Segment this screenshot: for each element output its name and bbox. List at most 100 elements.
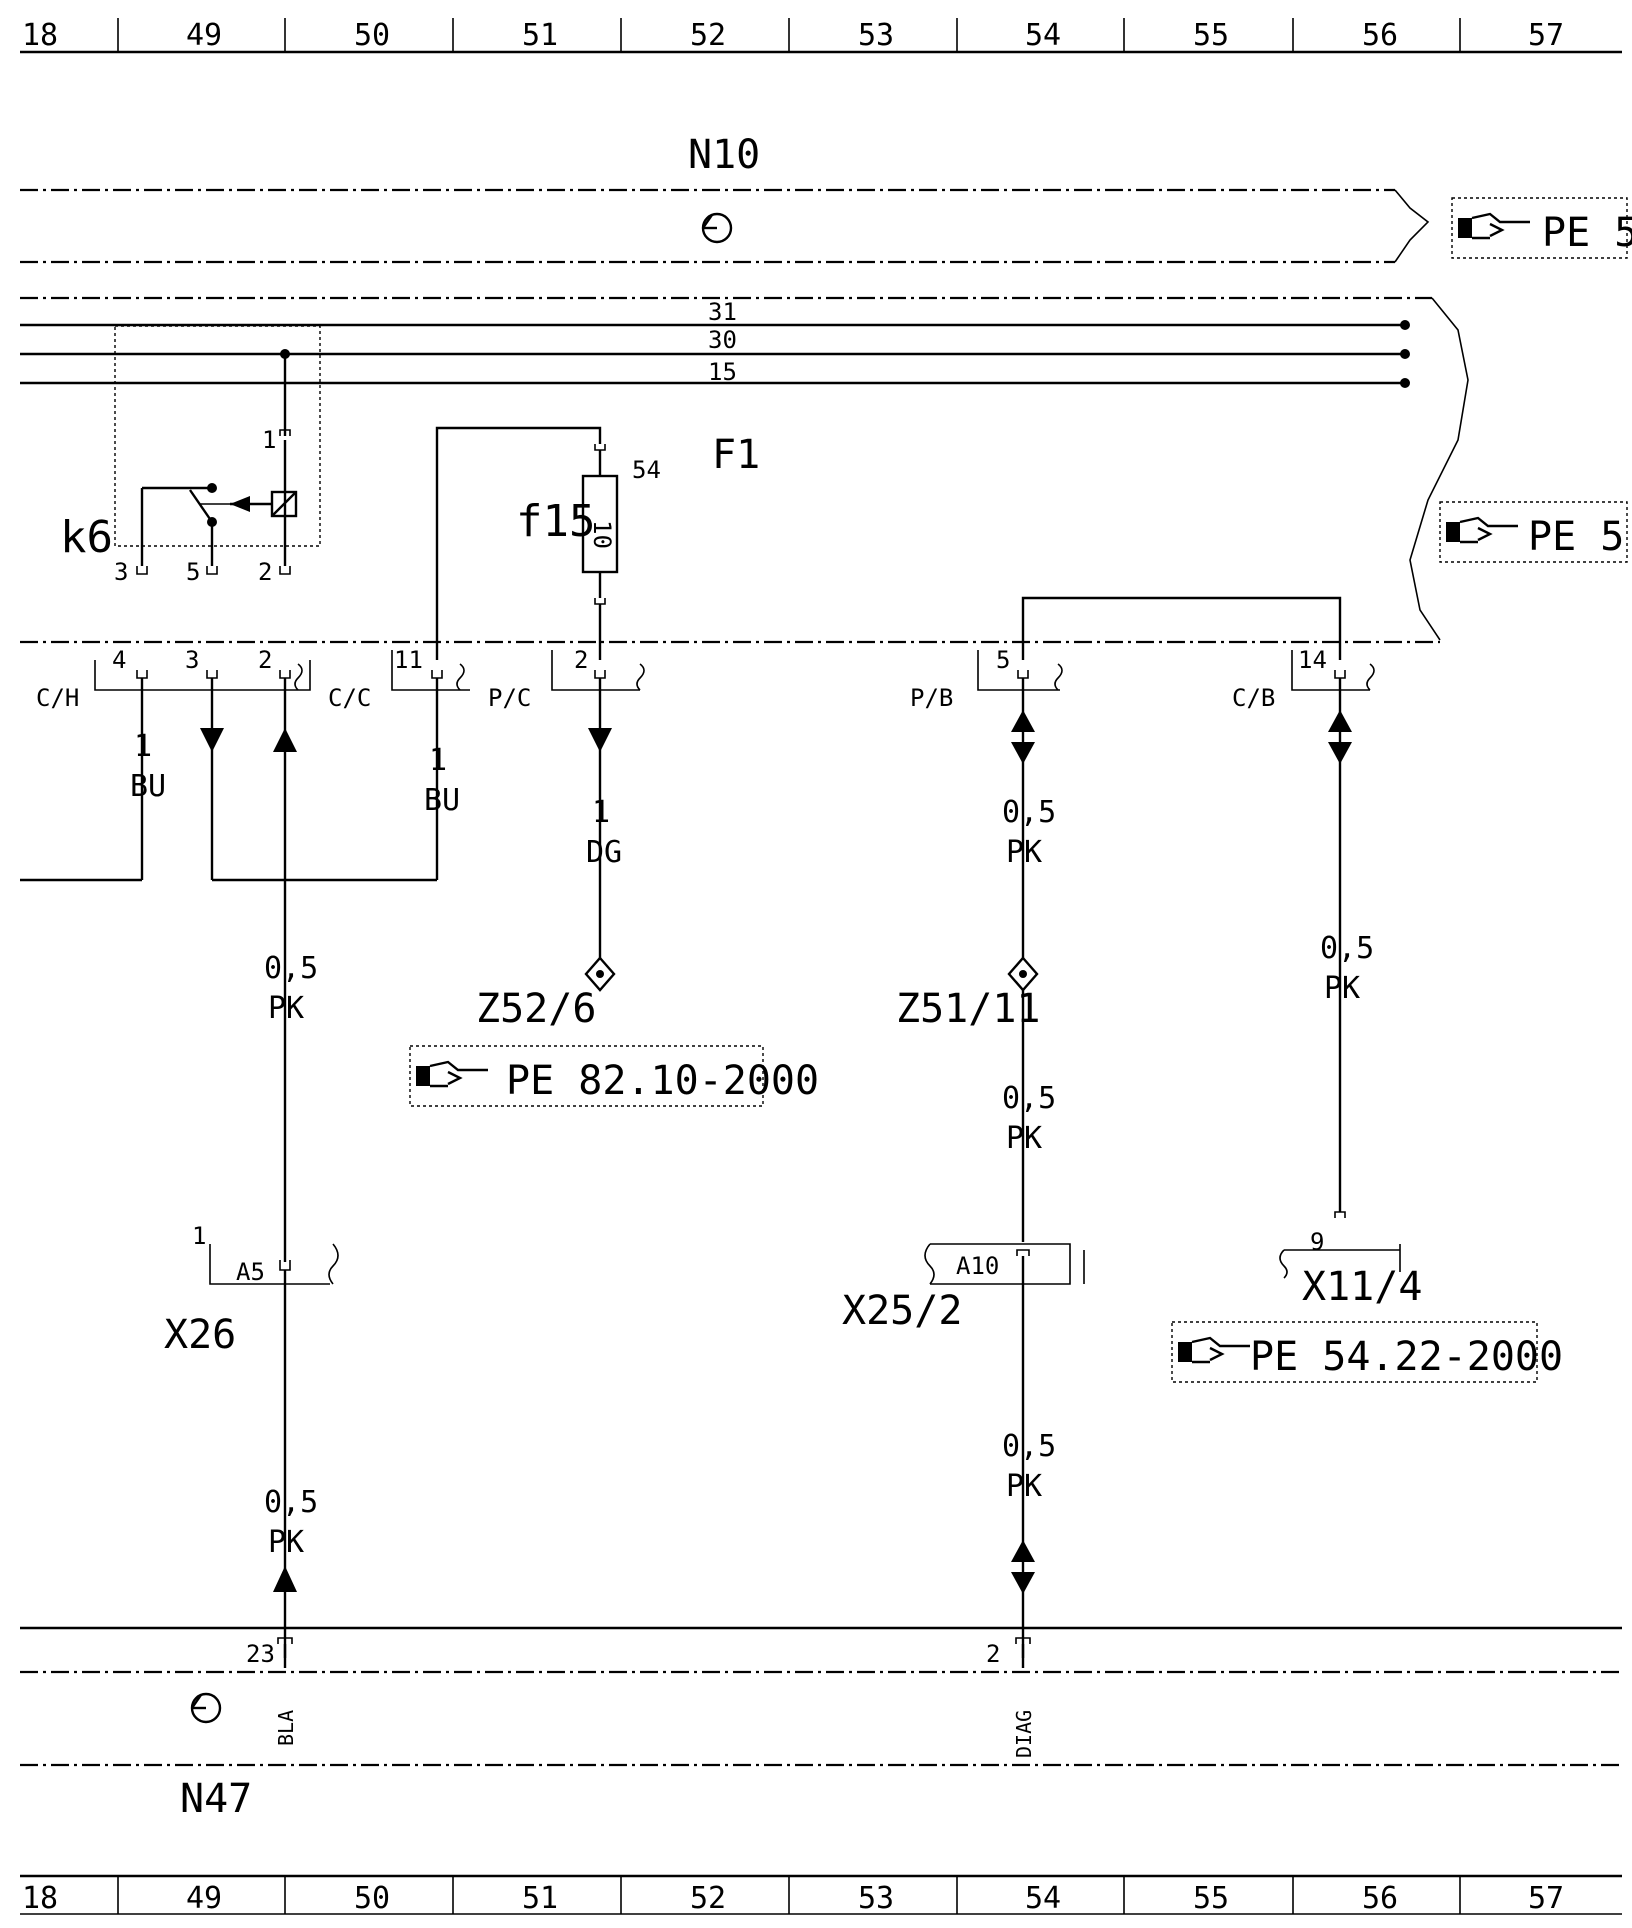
wire-pk-b-color: PK [1006,835,1042,870]
connector-cc-label: C/C [328,684,371,712]
relay-k6-pin-3: 3 [114,558,128,586]
connector-x26-pin: 1 [192,1222,206,1250]
wire-pk-d-size: 0,5 [1320,931,1374,966]
grid-col-top-5: 53 [858,18,894,53]
wire-pk-f-color: PK [1006,1469,1042,1504]
grid-col-bottom-9: 57 [1528,1881,1564,1916]
grid-col-top-6: 54 [1025,18,1061,53]
reference-x11: PE 54.22-2000 [1250,1334,1563,1380]
reference-box-x11: PE 54.22-2000 [1171,1321,1563,1383]
wire-pk-a-size: 0,5 [264,951,318,986]
grid-col-bottom-1: 49 [186,1881,222,1916]
wire-pk-e-size: 0,5 [264,1485,318,1520]
grid-col-bottom-6: 54 [1025,1881,1061,1916]
grid-col-top-2: 50 [354,18,390,53]
connector-x25-2-block: A10 [956,1252,999,1280]
wire-pk-c-size: 0,5 [1002,1081,1056,1116]
connector-x11-4-label: X11/4 [1302,1264,1422,1310]
reference-z52: PE 82.10-2000 [506,1058,819,1104]
grid-col-bottom-8: 56 [1362,1881,1398,1916]
ground-symbol-icon [701,212,733,244]
grid-col-bottom-5: 53 [858,1881,894,1916]
relay-k6-pin-2: 2 [258,558,272,586]
grid-col-bottom-4: 52 [690,1881,726,1916]
ground-symbol-icon [190,1692,222,1724]
connector-cb-pin: 14 [1298,646,1327,674]
grid-col-top-7: 55 [1193,18,1229,53]
bus-line-15: 15 [708,358,737,386]
connector-pc-pin-2: 2 [574,646,588,674]
relay-k6-pin-5: 5 [186,558,200,586]
wire-pk-a-color: PK [268,991,304,1026]
wire-pk-c-color: PK [1006,1121,1042,1156]
grid-col-bottom-0: 18 [22,1881,58,1916]
bus-line-30: 30 [708,326,737,354]
grid-col-top-0: 18 [22,18,58,53]
reference-hand-icon [1458,212,1530,240]
connector-x26-block: A5 [236,1258,265,1286]
n47-pin-diag: 2 [986,1640,1000,1668]
module-n10-label: N10 [688,132,760,178]
connector-cb-label: C/B [1232,684,1275,712]
connector-x25-2-label: X25/2 [842,1288,962,1334]
grid-col-top-3: 51 [522,18,558,53]
wires-to-n47: 0,5 PK 0,5 PK [264,1270,1056,1658]
relay-k6-pin-1: 1 [262,426,276,454]
grid-col-bottom-7: 55 [1193,1881,1229,1916]
wire-pk-d-color: PK [1324,971,1360,1006]
module-n47-label: N47 [180,1776,252,1822]
splice-z51-label: Z51/11 [896,986,1041,1032]
reference-box-z52: PE 82.10-2000 [409,1045,819,1107]
fusebox-f1-label: F1 [712,432,760,478]
connector-x26-label: X26 [164,1312,236,1358]
connector-x11-4: 9 X11/4 [1279,1211,1422,1310]
grid-ruler-top: 18 49 50 51 52 53 54 55 56 57 [20,18,1622,54]
connector-cc-pin-3: 3 [185,646,199,674]
splice-z52-label: Z52/6 [476,986,596,1032]
module-n47: 23 BLA 2 DIAG N47 [20,1626,1622,1822]
n47-pin-bla: 23 [246,1640,275,1668]
reference-mid: PE 5 [1528,514,1624,560]
wire-bu-left-color: BU [130,769,166,804]
connector-x11-4-pin: 9 [1310,1228,1324,1256]
connector-ch-label: C/H [36,684,79,712]
fusebox-f1-connectors: C/H 4 3 2 C/C 11 P/C 2 5 P/B 14 C/B [36,646,1375,712]
fusebox-f1: 31 30 15 F1 k6 1 3 5 2 [20,296,1469,660]
grid-col-top-8: 56 [1362,18,1398,53]
connector-x26: 1 A5 X26 [164,1222,339,1358]
fuse-f15-pin: 54 [632,456,661,484]
wire-bu-right-color: BU [424,783,460,818]
splice-z52-icon [584,956,616,992]
connector-pb-pin: 5 [996,646,1010,674]
relay-k6-label: k6 [60,512,113,563]
wire-pk-e-color: PK [268,1525,304,1560]
wire-pk-b-size: 0,5 [1002,795,1056,830]
fuse-f15: 54 10 f15 [435,426,661,660]
connector-pc-label: P/C [488,684,531,712]
grid-col-bottom-2: 50 [354,1881,390,1916]
wire-dg-color: DG [586,835,622,870]
bus-line-31: 31 [708,298,737,326]
connector-cc-pin-2: 2 [258,646,272,674]
n47-signal-diag: DIAG [1012,1710,1036,1758]
grid-col-bottom-3: 51 [522,1881,558,1916]
wire-dg-size: 1 [592,795,610,830]
wire-pk-f-size: 0,5 [1002,1429,1056,1464]
fuse-f15-label: f15 [516,496,595,547]
wire-bu-left-size: 1 [134,729,152,764]
grid-col-top-9: 57 [1528,18,1564,53]
relay-k6: k6 1 3 5 2 [60,325,321,586]
n47-signal-bla: BLA [274,1710,298,1746]
fuse-f15-rating: 10 [588,520,616,549]
grid-col-top-4: 52 [690,18,726,53]
wires-lower: 1 BU 1 BU 0,5 PK 1 DG Z52/6 0,5 PK [20,678,1374,1242]
wire-bu-right-size: 1 [429,743,447,778]
grid-col-top-1: 49 [186,18,222,53]
reference-top: PE 5 [1542,210,1632,256]
connector-ch-pin: 4 [112,646,126,674]
reference-box-mid: PE 5 [1439,501,1628,563]
connector-pc-pin-11: 11 [394,646,423,674]
module-n10: N10 PE 5 [20,132,1632,264]
grid-ruler-bottom: 18 49 50 51 52 53 54 55 56 57 [20,1874,1622,1916]
